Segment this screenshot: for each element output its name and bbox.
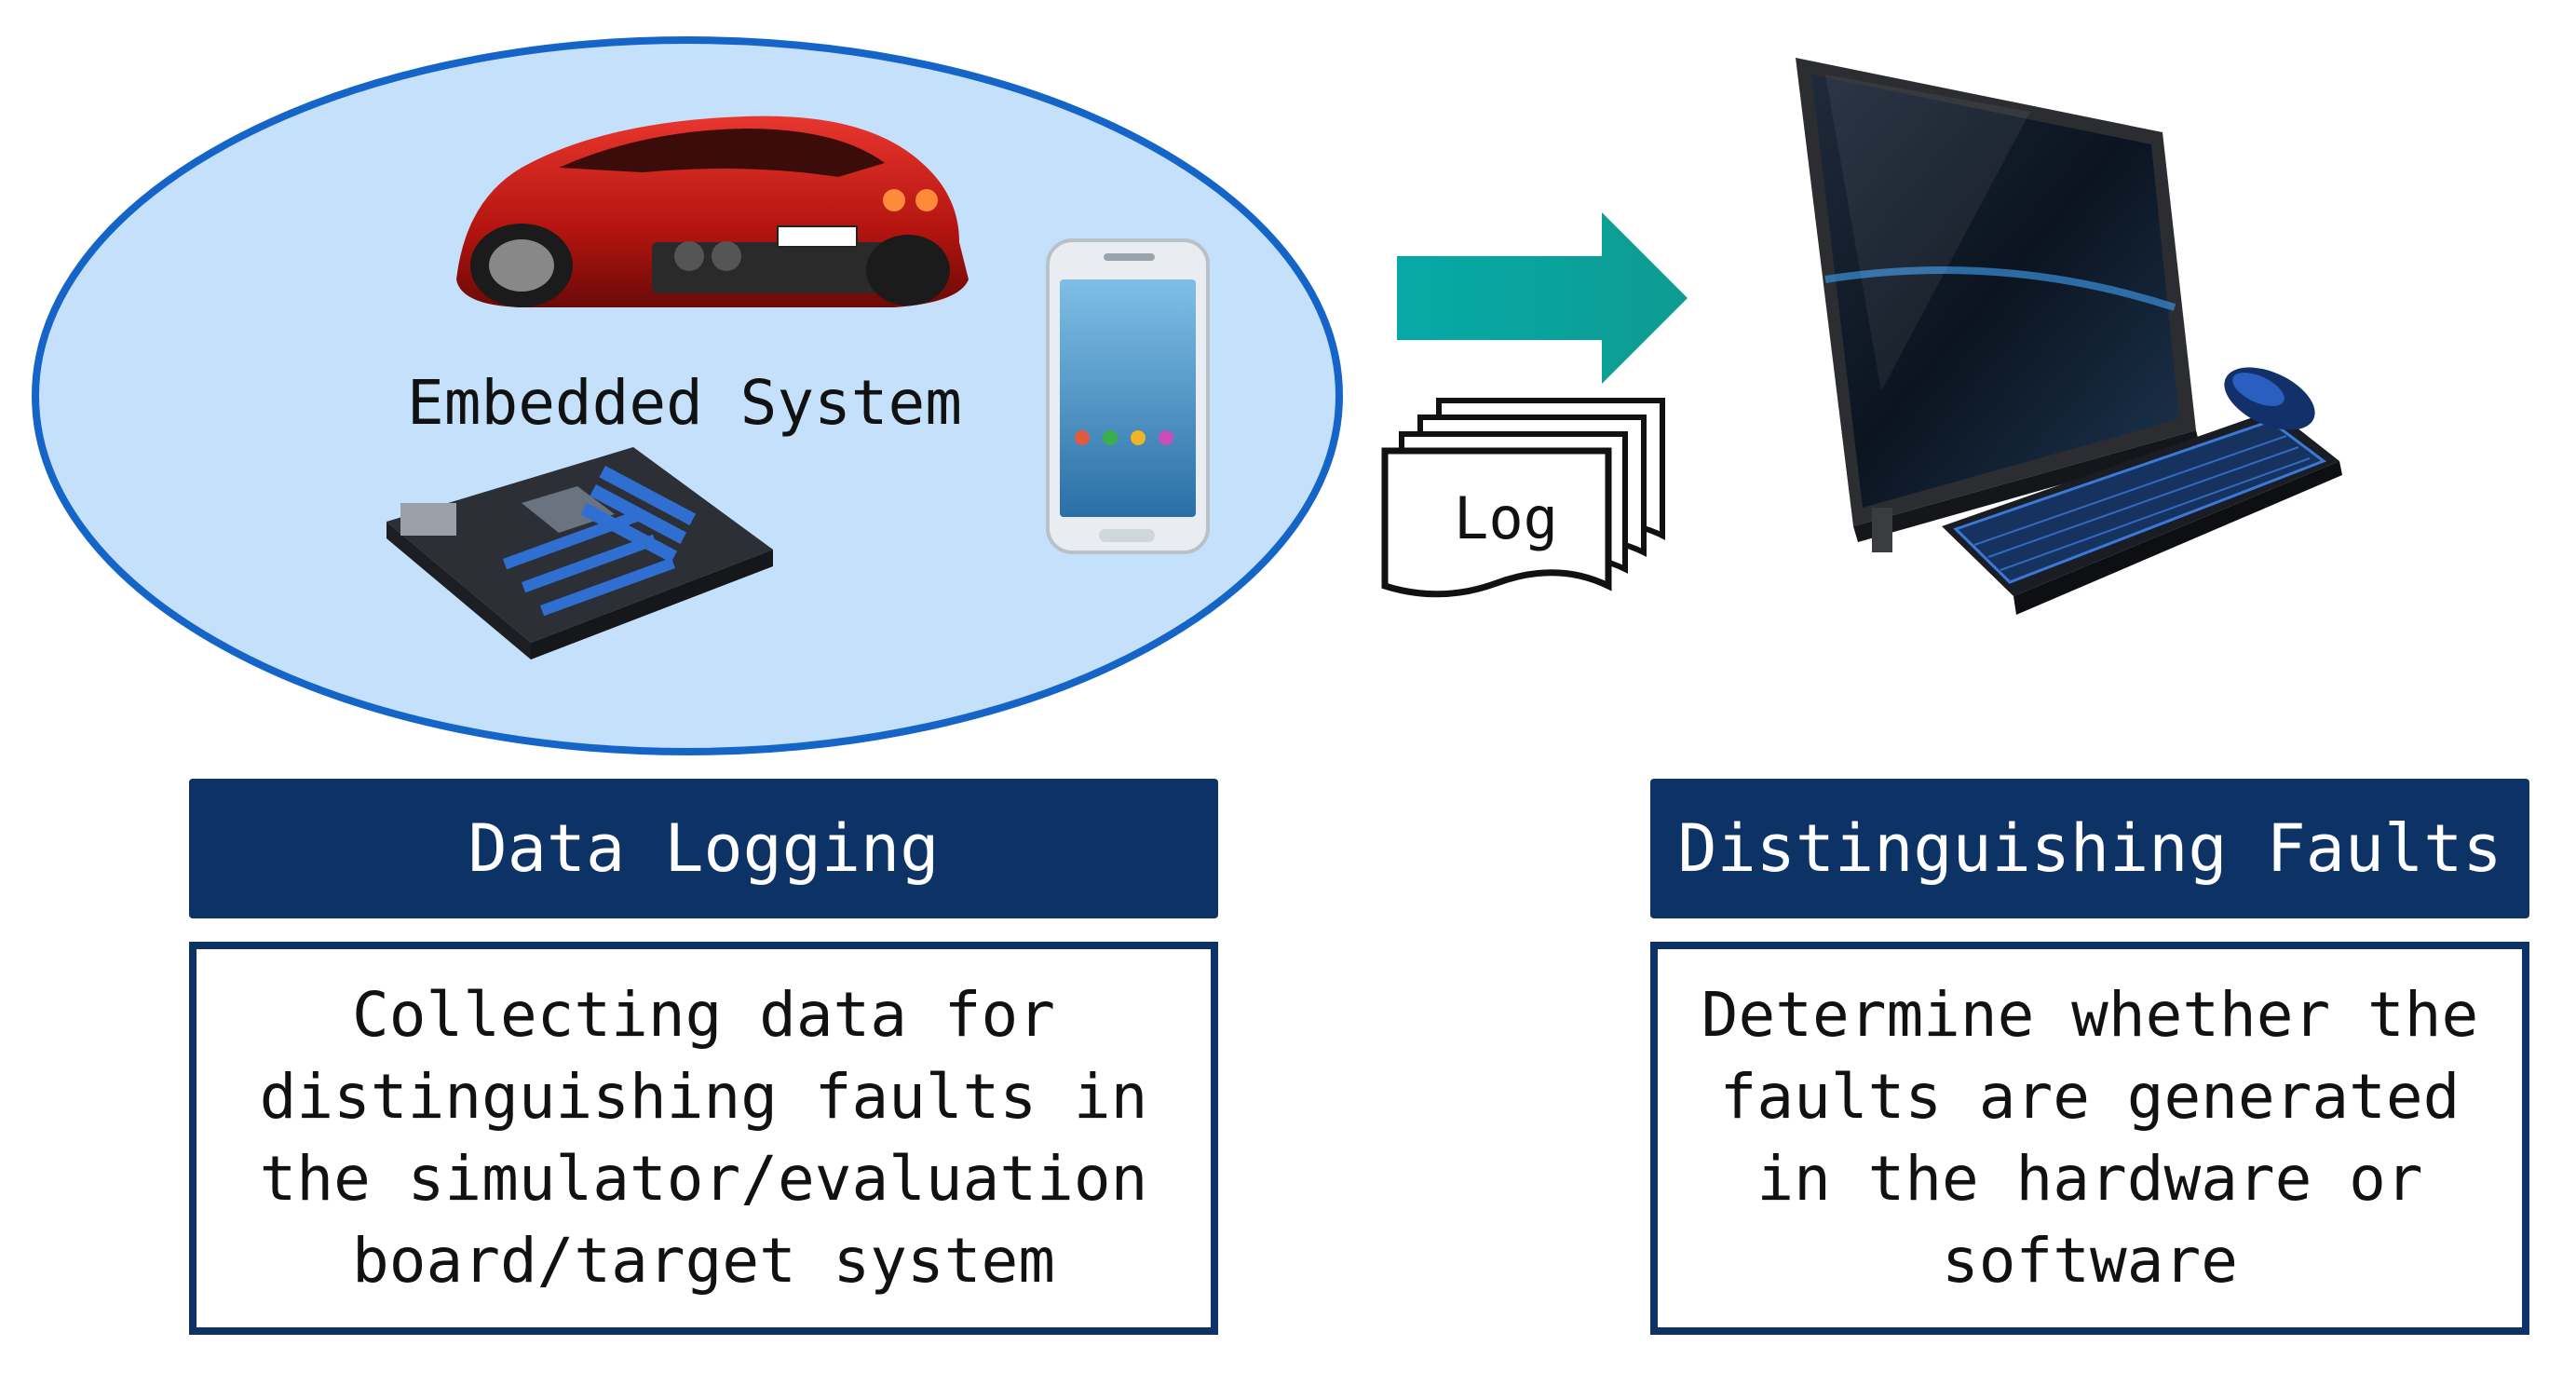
distinguishing-faults-description: Determine whether the faults are generat… <box>1701 979 2479 1297</box>
data-logging-description-box: Collecting data for distinguishing fault… <box>189 942 1218 1335</box>
distinguishing-faults-description-box: Determine whether the faults are generat… <box>1650 942 2529 1335</box>
phone-image <box>1046 238 1210 554</box>
data-logging-description: Collecting data for distinguishing fault… <box>259 979 1148 1297</box>
log-label: Log <box>1454 484 1558 552</box>
arrow-right <box>1397 212 1688 384</box>
distinguishing-faults-heading: Distinguishing Faults <box>1650 779 2529 918</box>
embedded-system-ellipse <box>32 36 1343 755</box>
data-logging-heading: Data Logging <box>189 779 1218 918</box>
embedded-system-title: Embedded System <box>407 367 962 439</box>
data-logging-heading-text: Data Logging <box>468 810 940 887</box>
car-image <box>456 116 969 307</box>
log-document-stack <box>1381 398 1665 598</box>
motherboard-image <box>386 447 773 659</box>
computer-image <box>1796 58 2342 615</box>
distinguishing-faults-heading-text: Distinguishing Faults <box>1677 810 2502 887</box>
